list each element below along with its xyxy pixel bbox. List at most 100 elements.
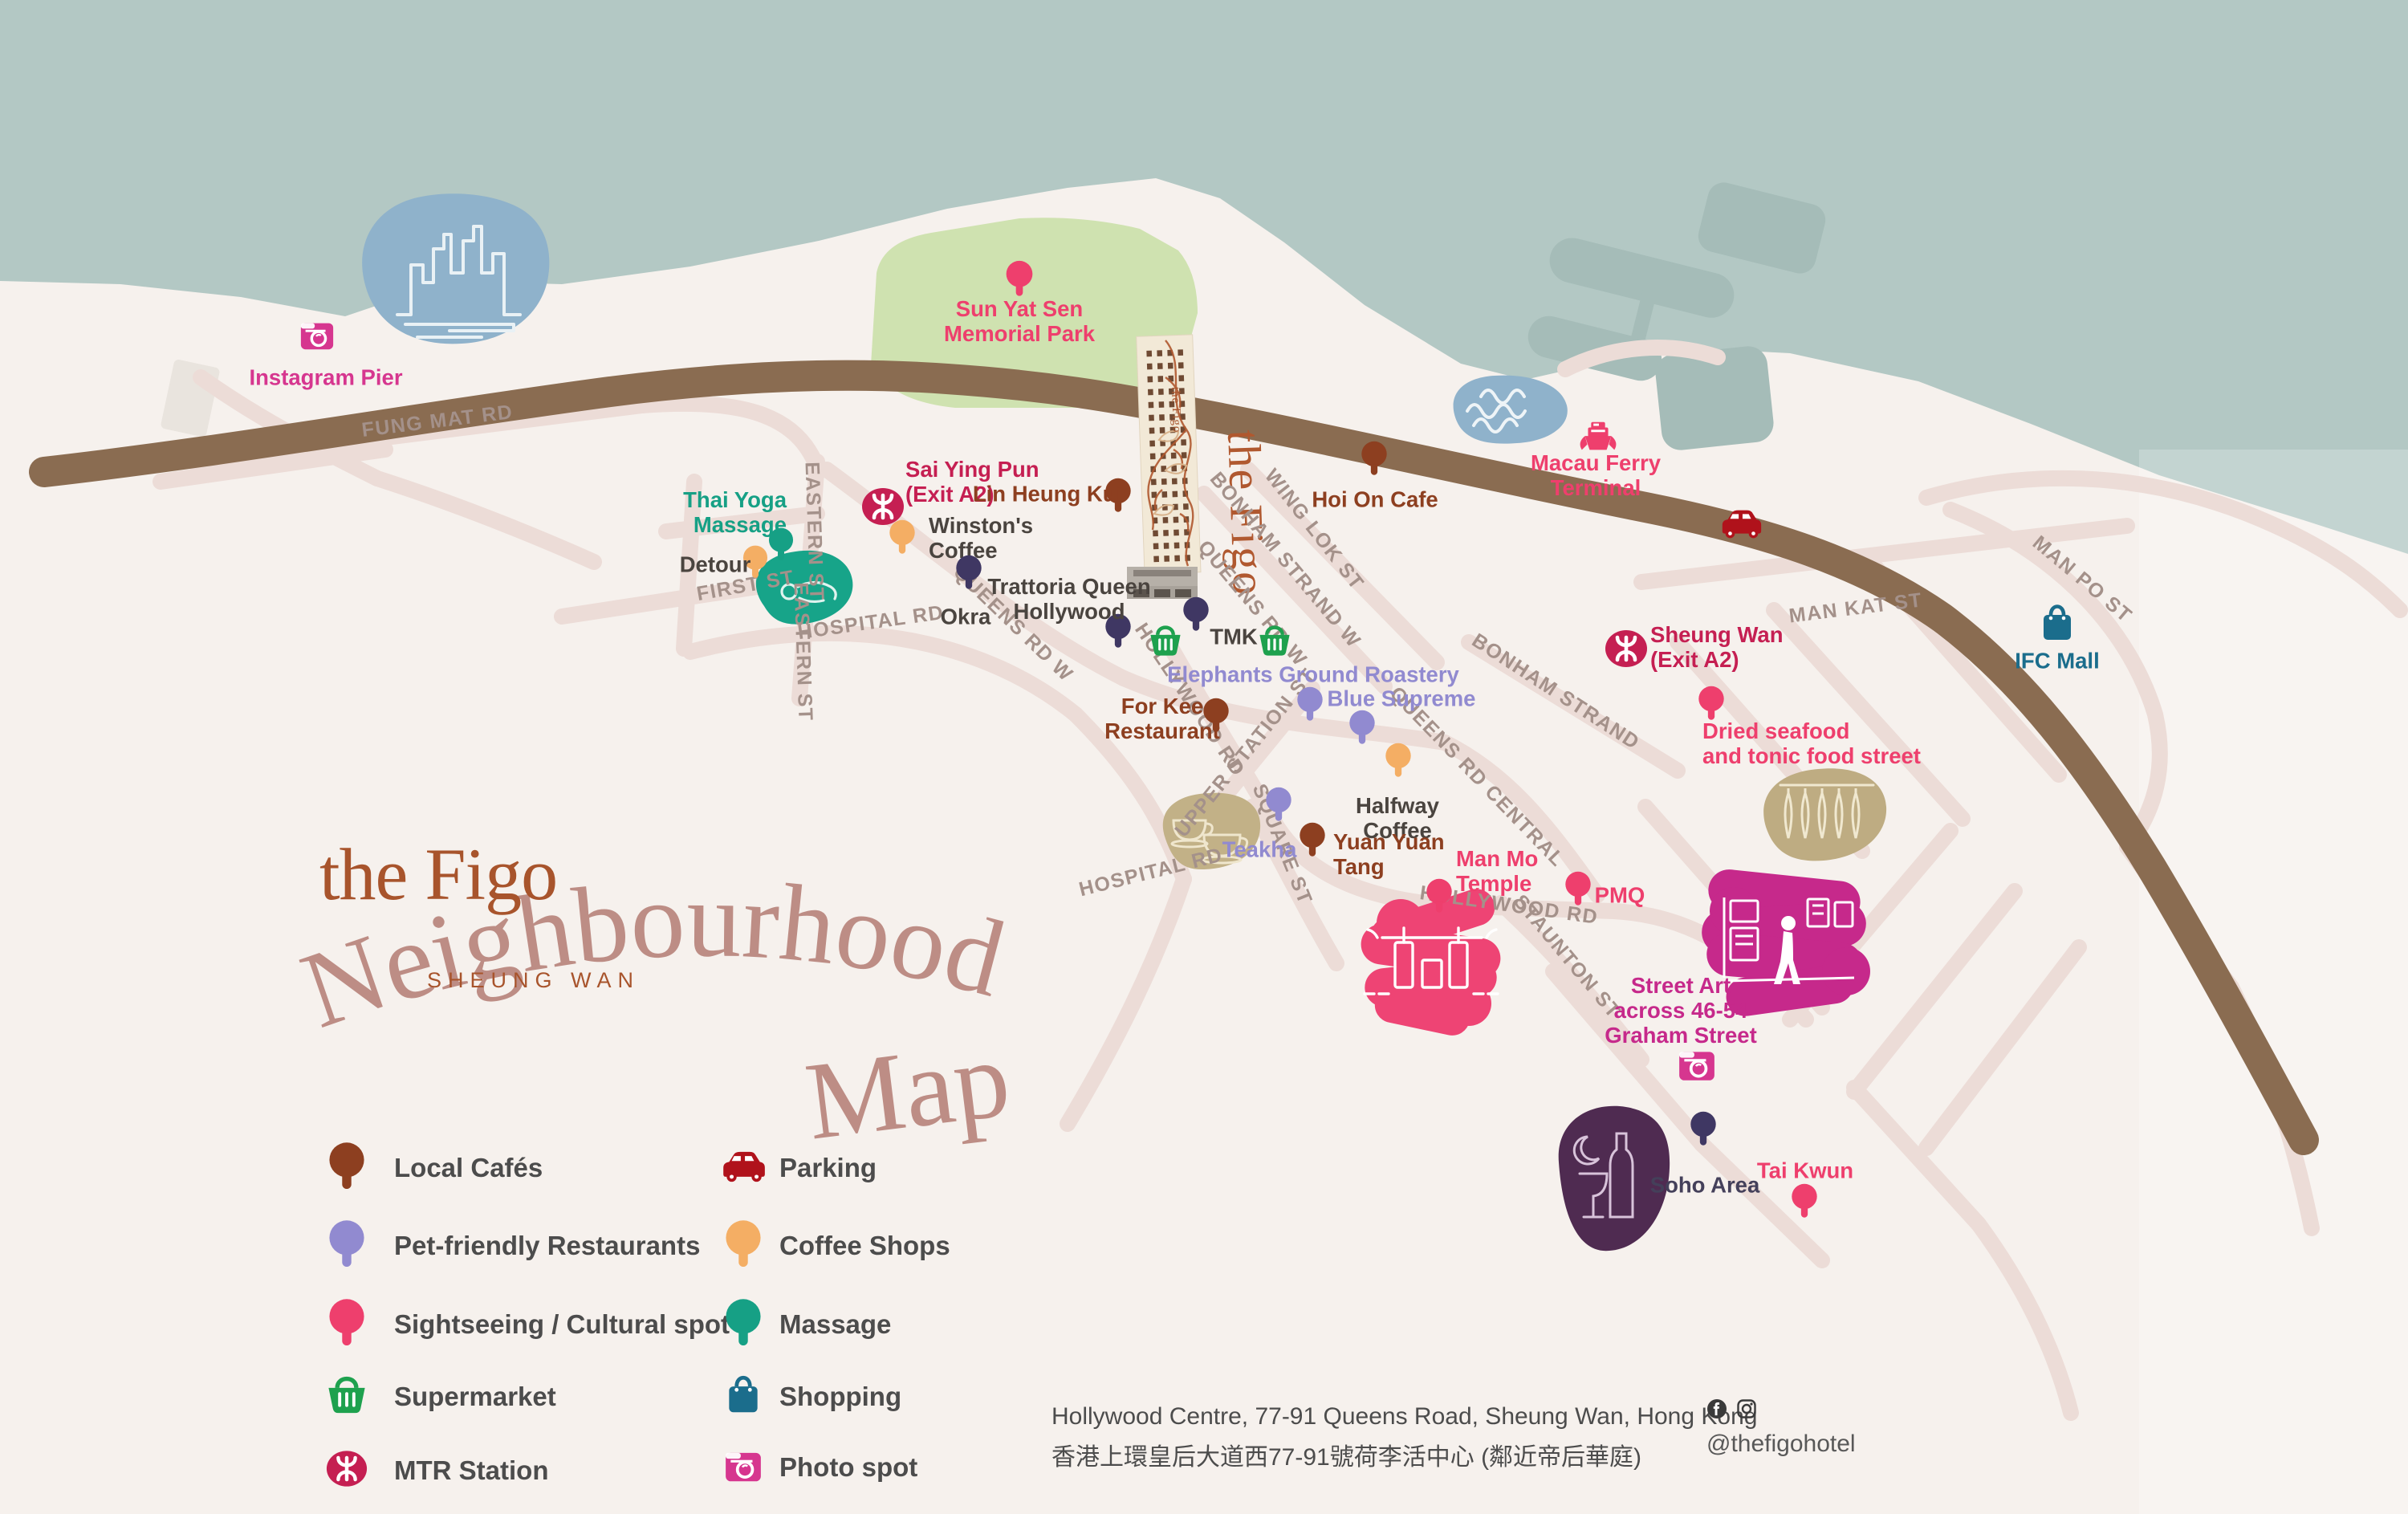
legend-massage-pin-icon <box>717 1296 770 1353</box>
street-art-graham-label: Street Art across 46-54 Graham Street <box>1605 972 1757 1048</box>
trattoria-queen-hollywood-label: Trattoria Queen Hollywood <box>987 574 1151 624</box>
street-label-fung-mat-rd: FUNG MAT RD <box>360 401 515 442</box>
street-label-man-kat-st: MAN KAT ST <box>1788 588 1924 628</box>
mtr-sai-ying-pun-label: Sai Ying Pun (Exit A2) <box>905 457 1039 507</box>
dried-seafood-street-map-pin-icon <box>1692 684 1731 722</box>
address-zh: 香港上環皇后大道西77-91號荷李活中心 (鄰近帝后華庭) <box>1051 1444 1642 1471</box>
street-label-hospital-rd: HOSPITAL RD <box>796 600 946 645</box>
main-road <box>29 360 2319 1155</box>
detour-label: Detour <box>679 551 751 577</box>
dried-seafood-illustration <box>1763 768 1887 861</box>
figo-building-sign: the Figo <box>1169 387 1183 433</box>
sun-yat-sen-memorial-park-label: Sun Yat Sen Memorial Park <box>943 296 1096 346</box>
legend-sightseeing-cultural-spot-pin-icon <box>320 1296 373 1353</box>
halfway-coffee-map-pin-icon <box>1379 741 1418 779</box>
blue-supreme-label: Blue Supreme <box>1327 686 1476 711</box>
instagram-pier-label: Instagram Pier <box>249 364 403 390</box>
man-mo-temple-label: Man Mo Temple <box>1456 846 1539 896</box>
dried-seafood-street-label: Dried seafood and tonic food street <box>1702 718 1921 768</box>
macau-ferry-terminal-ferry-icon <box>1576 416 1620 459</box>
teakha-map-pin-icon <box>1259 785 1298 824</box>
city-skyline-illustration <box>362 193 550 344</box>
legend-label-pet-friendly-restaurants: Pet-friendly Restaurants <box>394 1231 701 1260</box>
ferry-pier-structures <box>1527 182 1826 450</box>
legend-label-shopping: Shopping <box>779 1382 902 1411</box>
street-art-graham-camera-icon <box>1677 1044 1717 1085</box>
waves-illustration <box>1453 375 1568 444</box>
yuan-yuan-tang-label: Yuan Yuan Tang <box>1333 829 1445 879</box>
tai-kwun-map-pin-icon <box>1785 1182 1824 1220</box>
legend-mtr-station-mtr-icon <box>325 1447 368 1495</box>
elephants-ground-roastery-label: Elephants Ground Roastery <box>1167 661 1459 687</box>
parking-harbour-car-icon <box>1718 500 1764 547</box>
mtr-sai-ying-pun-mtr-icon <box>860 484 905 529</box>
land-highlight-strip <box>2139 450 2408 1514</box>
man-mo-temple-map-pin-icon <box>1420 877 1458 915</box>
legend-supermarket-basket-icon <box>324 1373 369 1422</box>
lin-heung-kui-map-pin-icon <box>1099 476 1137 515</box>
supermarket-queens-rd-basket-icon <box>1147 622 1184 659</box>
soho-area-label: Soho Area <box>1649 1172 1760 1198</box>
figo-building-illustration: the Figo <box>1127 334 1202 599</box>
detour-map-pin-icon <box>737 543 774 580</box>
winstons-coffee-map-pin-icon <box>883 518 921 556</box>
legend-label-local-caf-s: Local Cafés <box>394 1153 543 1182</box>
social-handle[interactable]: @thefigohotel <box>1706 1431 1856 1457</box>
okra-map-pin-icon <box>950 553 988 592</box>
legend-parking-car-icon <box>718 1142 768 1195</box>
figo-logo: the Figo <box>319 833 558 915</box>
teakha-label: Teakha <box>1222 836 1297 862</box>
yuan-yuan-tang-map-pin-icon <box>1293 820 1332 859</box>
instagram-pier-camera-icon <box>299 316 336 353</box>
legend-local-caf-s-pin-icon <box>320 1140 373 1197</box>
thai-yoga-massage-label: Thai Yoga Massage <box>683 487 787 537</box>
elephants-ground-roastery-map-pin-icon <box>1291 685 1329 723</box>
legend-label-coffee-shops: Coffee Shops <box>779 1231 950 1260</box>
map-title-line2: Map <box>799 1016 1016 1163</box>
pmq-label: PMQ <box>1594 882 1645 908</box>
legend-label-parking: Parking <box>779 1153 877 1182</box>
street-label-hospital-rd: HOSPITAL RD <box>1076 843 1226 901</box>
tai-kwun-label: Tai Kwun <box>1756 1158 1854 1183</box>
mtr-sheung-wan-label: Sheung Wan (Exit A2) <box>1650 622 1784 672</box>
blue-supreme-map-pin-icon <box>1343 708 1381 747</box>
facebook-icon[interactable] <box>1706 1398 1727 1419</box>
street-label-wing-lok-st: WING LOK ST <box>1259 464 1369 595</box>
sun-yat-sen-memorial-park-map-pin-icon <box>999 258 1039 299</box>
instagram-pier-structure <box>161 360 220 437</box>
address-en: Hollywood Centre, 77-91 Queens Road, She… <box>1051 1403 1758 1430</box>
tmk-map-pin-icon <box>1177 595 1215 633</box>
ifc-mall-bag-icon <box>2036 602 2078 644</box>
thai-yoga-massage-map-pin-icon <box>763 526 799 563</box>
hoi-on-cafe-map-pin-icon <box>1355 439 1393 478</box>
tmk-label: TMK <box>1210 624 1258 649</box>
legend-pet-friendly-restaurants-pin-icon <box>320 1218 373 1275</box>
winstons-coffee-label: Winston's Coffee <box>929 513 1034 563</box>
halfway-coffee-label: Halfway Coffee <box>1356 793 1439 843</box>
lin-heung-kui-label: Lin Heung Kui <box>972 481 1123 507</box>
harbour-water <box>0 0 2408 554</box>
okra-label: Okra <box>940 604 991 629</box>
legend-label-mtr-station: MTR Station <box>394 1455 549 1485</box>
instagram-icon[interactable] <box>1737 1399 1756 1418</box>
social-icons <box>1706 1398 1756 1419</box>
hoi-on-cafe-label: Hoi On Cafe <box>1312 486 1438 512</box>
legend-label-photo-spot: Photo spot <box>779 1452 918 1482</box>
street-label-eastern-st: EASTERN ST <box>789 581 817 722</box>
pmq-map-pin-icon <box>1559 869 1597 908</box>
for-kee-restaurant-map-pin-icon <box>1197 696 1235 735</box>
legend-coffee-shops-pin-icon <box>717 1218 770 1275</box>
trattoria-queen-hollywood-map-pin-icon <box>1099 612 1137 650</box>
for-kee-restaurant-label: For Kee Restaurant <box>1104 694 1220 743</box>
street-label-eastern-st: EASTERN ST <box>800 461 828 602</box>
supermarket-bonham-basket-icon <box>1256 622 1293 659</box>
ifc-mall-label: IFC Mall <box>2015 648 2100 674</box>
macau-ferry-terminal-label: Macau Ferry Terminal <box>1530 450 1662 500</box>
figo-logo-subtitle: SHEUNG WAN <box>427 968 641 992</box>
legend-photo-spot-camera-icon <box>723 1446 763 1490</box>
legend-label-massage: Massage <box>779 1309 892 1339</box>
legend-label-supermarket: Supermarket <box>394 1382 556 1411</box>
soho-area-map-pin-icon <box>1684 1109 1723 1148</box>
